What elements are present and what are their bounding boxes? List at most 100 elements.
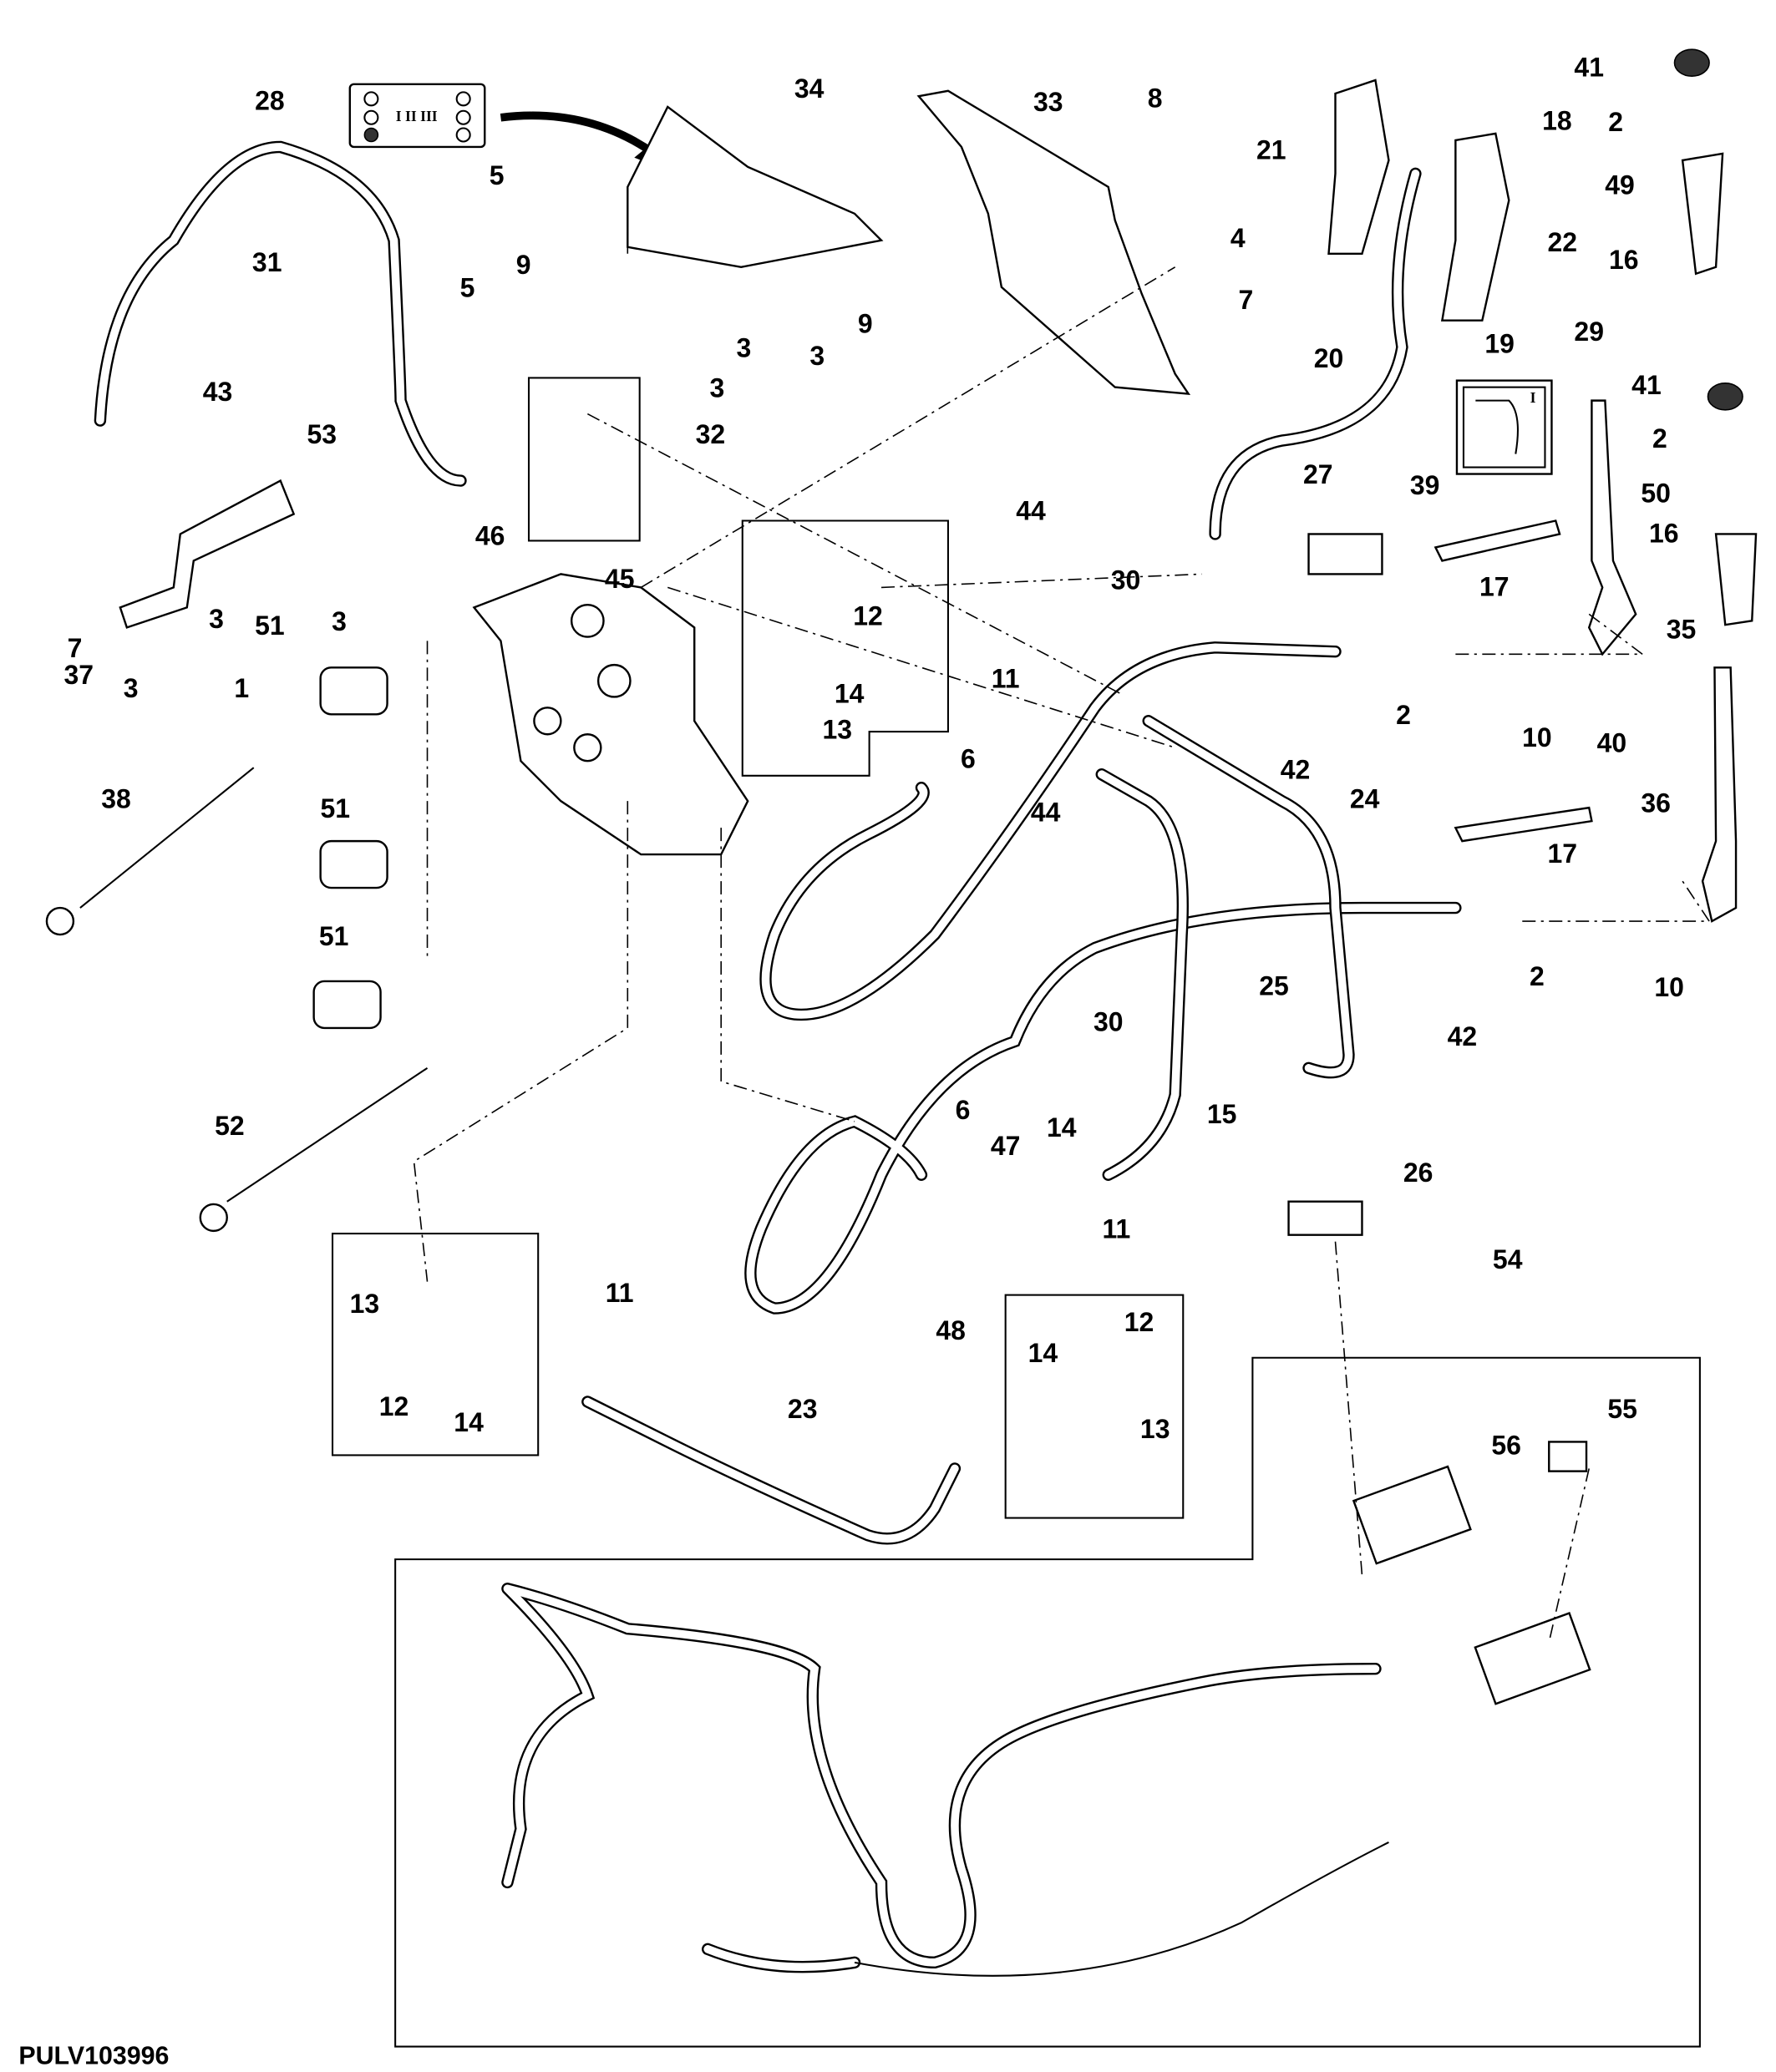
callout: 16 [1649,519,1679,549]
callout: 3 [209,604,224,634]
callout: 3 [809,341,825,371]
callout: 41 [1574,53,1604,83]
callout: 3 [710,372,725,403]
knob-16-lower [1714,533,1758,626]
callout: 51 [255,610,285,641]
callout: 3 [332,606,347,636]
callout: 41 [1631,370,1662,400]
callout: 40 [1597,727,1627,757]
box-11-top [741,519,949,777]
callout: 1 [234,673,249,703]
callout: 30 [1111,565,1141,595]
callout: 35 [1667,615,1697,645]
callout: 12 [853,601,883,631]
callout: 14 [835,678,865,708]
callout: 51 [320,793,350,823]
decal-29: I [1455,379,1553,475]
relay-55 [1548,1441,1588,1472]
harness-54 [501,1583,1382,1973]
handle-21 [1327,79,1390,255]
callout: 11 [1102,1213,1130,1244]
callout: 34 [794,73,825,104]
callout: 42 [1448,1021,1478,1051]
callout: 45 [605,564,635,594]
module [1474,1612,1591,1705]
callout: 11 [606,1278,634,1308]
arrow-icon [500,111,657,157]
fuse-box [1352,1465,1472,1565]
callout: 27 [1303,459,1333,489]
decal-28-symbols: I II III [396,108,438,124]
callout: 37 [64,660,94,690]
sensors-51 [312,666,388,1030]
callout: 21 [1256,135,1286,165]
callout: 2 [1608,107,1623,137]
callout: 14 [1047,1112,1077,1142]
callout: 44 [1016,495,1046,525]
callout: 3 [124,673,139,703]
bracket-37 [119,479,296,629]
callout: 13 [1140,1414,1170,1444]
callout: 5 [490,160,505,190]
callout: 4 [1231,223,1246,253]
callout-labels: 28 34 33 8 41 2 18 21 49 22 16 5 4 31 9 … [64,53,1697,1461]
switch-27 [1307,533,1383,575]
callout: 11 [992,664,1020,694]
callout: 2 [1530,961,1545,991]
callout: 19 [1484,329,1515,359]
bracket-34 [627,105,884,268]
callout: 13 [350,1289,380,1319]
callout: 31 [252,247,282,277]
callout: 7 [68,633,83,663]
callout: 7 [1239,285,1254,315]
callout: 51 [319,921,349,951]
callout: 52 [215,1111,245,1141]
callout: 5 [460,272,475,302]
cap-41-lower [1707,382,1743,411]
diagram-id: PULV103996 [18,2042,169,2069]
callout: 56 [1491,1430,1521,1460]
dipstick-38 [79,767,255,909]
callout: 22 [1547,227,1577,257]
bracket-33 [916,89,1191,396]
callout: 23 [788,1394,818,1424]
callout: 12 [379,1391,409,1421]
callout: 6 [961,744,976,774]
box-11-left [331,1233,540,1456]
callout: 43 [203,377,233,407]
callout: 28 [255,86,285,116]
callout: 26 [1403,1158,1433,1188]
callout: 38 [101,784,131,814]
dipstick-52 [226,1066,429,1203]
callout: 53 [307,419,337,449]
callout: 47 [991,1131,1021,1161]
plate-40 [1454,806,1593,843]
lever-35 [1587,399,1637,656]
callout: 9 [858,309,873,339]
callout: 33 [1033,87,1063,117]
box-54-harness [394,1356,1701,2048]
callout: 14 [454,1407,484,1437]
callout: 55 [1607,1394,1637,1424]
callout: 2 [1396,700,1411,730]
harness-31 [94,140,467,487]
callout: 13 [822,714,852,744]
callout: 49 [1605,170,1635,200]
callout: 48 [936,1315,966,1345]
callout: 14 [1028,1338,1058,1368]
callout: 44 [1031,798,1061,828]
cover-22 [1440,132,1510,322]
callout: 25 [1259,970,1289,1001]
callout: 30 [1094,1007,1124,1037]
callout: 50 [1641,479,1671,509]
callout: 8 [1148,83,1163,113]
callout: 29 [1574,317,1604,347]
callout: 24 [1350,784,1380,814]
tube-23 [581,1396,962,1545]
knob-16-upper [1681,152,1724,276]
callout: 39 [1410,470,1440,500]
control-valve-46 [472,573,749,856]
decal-29-symbol: I [1530,389,1536,406]
callout: 32 [696,419,726,449]
